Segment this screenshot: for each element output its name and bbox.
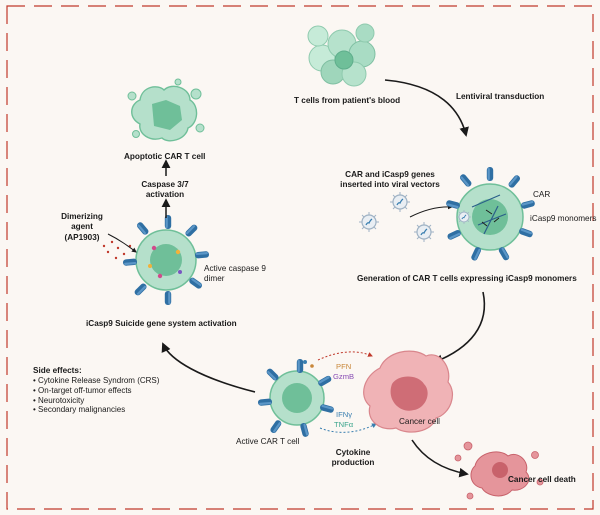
label-cytokine-line2: production xyxy=(331,458,375,468)
apoptotic-car-t-cell xyxy=(127,78,205,142)
arrow-vectors xyxy=(409,204,453,218)
label-icasp9-monomers: iCasp9 monomers xyxy=(530,214,597,223)
side-effect-item: Secondary malignancies xyxy=(33,405,159,415)
label-cancer-death: Cancer cell death xyxy=(508,475,576,484)
t-cell-cluster xyxy=(307,23,376,87)
dying-cancer-cell xyxy=(454,441,544,500)
side-effect-item: Cytokine Release Syndrom (CRS) xyxy=(33,376,159,386)
label-tnfa: TNFα xyxy=(334,420,354,429)
arrow-dimerizing xyxy=(107,233,137,253)
label-car: CAR xyxy=(533,190,551,199)
arrow-to-cancer xyxy=(433,291,486,364)
label-suicide-system: iCasp9 Suicide gene system activation xyxy=(86,319,237,328)
label-gzmb: GzmB xyxy=(333,372,355,381)
label-caspase: Caspase 3/7 activation xyxy=(130,180,200,201)
car-t-cell-icasp9 xyxy=(445,167,536,262)
label-ifng: IFNγ xyxy=(336,410,353,419)
label-dimerizing-line3: (AP1903) xyxy=(64,232,100,242)
active-car-t-cell xyxy=(257,359,335,438)
label-generation: Generation of CAR T cells expressing iCa… xyxy=(357,274,577,283)
label-cytokine: Cytokine production xyxy=(325,448,381,469)
label-caspase-line2: activation xyxy=(145,190,185,200)
label-active-car-t: Active CAR T cell xyxy=(236,437,300,446)
dimerizing-dots xyxy=(102,240,132,260)
dashed-border xyxy=(6,5,594,510)
label-dimerizing-line1: Dimerizing xyxy=(61,212,103,221)
label-apoptotic: Apoptotic CAR T cell xyxy=(124,152,206,161)
label-active-caspase-line2: dimer xyxy=(204,274,225,284)
arrow-cancer-death xyxy=(411,439,469,478)
side-effects-title: Side effects: xyxy=(33,366,82,375)
side-effect-item: Neurotoxicity xyxy=(33,396,159,406)
label-caspase-line1: Caspase 3/7 xyxy=(141,180,189,189)
arrow-ifng-tnfa xyxy=(319,423,377,433)
label-genes-line2: inserted into viral vectors xyxy=(340,180,440,190)
side-effect-item: On-target off-tumor effects xyxy=(33,386,159,396)
cancer-cell xyxy=(363,350,453,433)
label-dimerizing: Dimerizing agent (AP1903) xyxy=(54,212,110,243)
label-active-caspase: Active caspase 9 dimer xyxy=(204,264,266,285)
label-t-cells: T cells from patient's blood xyxy=(294,96,401,105)
label-pfn: PFN xyxy=(336,362,352,371)
arrow-pfn-gzmb xyxy=(317,351,373,361)
label-genes: CAR and iCasp9 genes inserted into viral… xyxy=(330,170,450,191)
label-active-caspase-line1: Active caspase 9 xyxy=(204,264,266,273)
arrow-to-suicide xyxy=(161,342,256,393)
label-cytokine-line1: Cytokine xyxy=(335,448,371,457)
label-dimerizing-line2: agent xyxy=(71,222,93,232)
label-genes-line1: CAR and iCasp9 genes xyxy=(345,170,435,179)
label-cancer-cell: Cancer cell xyxy=(399,417,440,426)
icasp9-activated-cell xyxy=(122,215,210,305)
viral-vectors xyxy=(358,191,435,243)
arrow-transduction xyxy=(384,79,469,137)
label-lentiviral: Lentiviral transduction xyxy=(456,92,545,101)
side-effects-list: Cytokine Release Syndrom (CRS) On-target… xyxy=(33,376,159,415)
